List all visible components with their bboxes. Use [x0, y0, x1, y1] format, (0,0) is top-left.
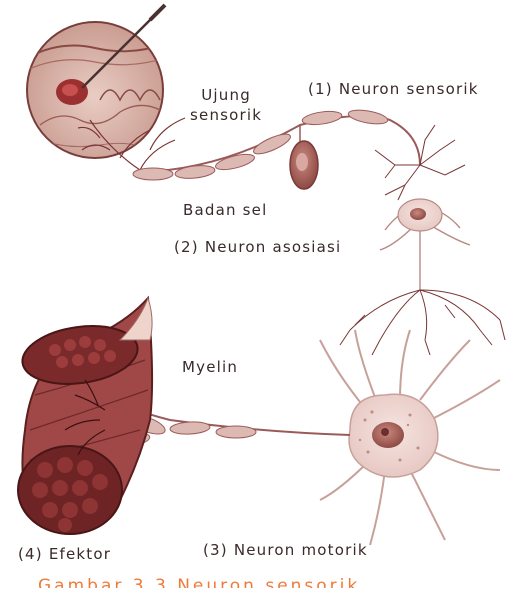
sensory-terminals [375, 125, 465, 200]
label-cell-body: Badan sel [183, 201, 267, 219]
sensory-cell-body [290, 141, 318, 189]
label-association-neuron: (2) Neuron asosiasi [174, 238, 341, 256]
sensory-neuron-axon [133, 108, 420, 180]
label-myelin: Myelin [182, 358, 238, 376]
motor-neuron [320, 330, 500, 545]
association-neuron [340, 199, 505, 355]
figure-caption: Gambar 3.3 Neuron sensorik [38, 576, 360, 596]
label-effector: (4) Efektor [18, 545, 111, 563]
skin-closeup [27, 22, 165, 158]
label-motor-neuron: (3) Neuron motorik [203, 541, 368, 559]
label-sensory-ending: Ujung sensorik [190, 85, 262, 125]
label-sensory-neuron: (1) Neuron sensorik [308, 80, 479, 98]
